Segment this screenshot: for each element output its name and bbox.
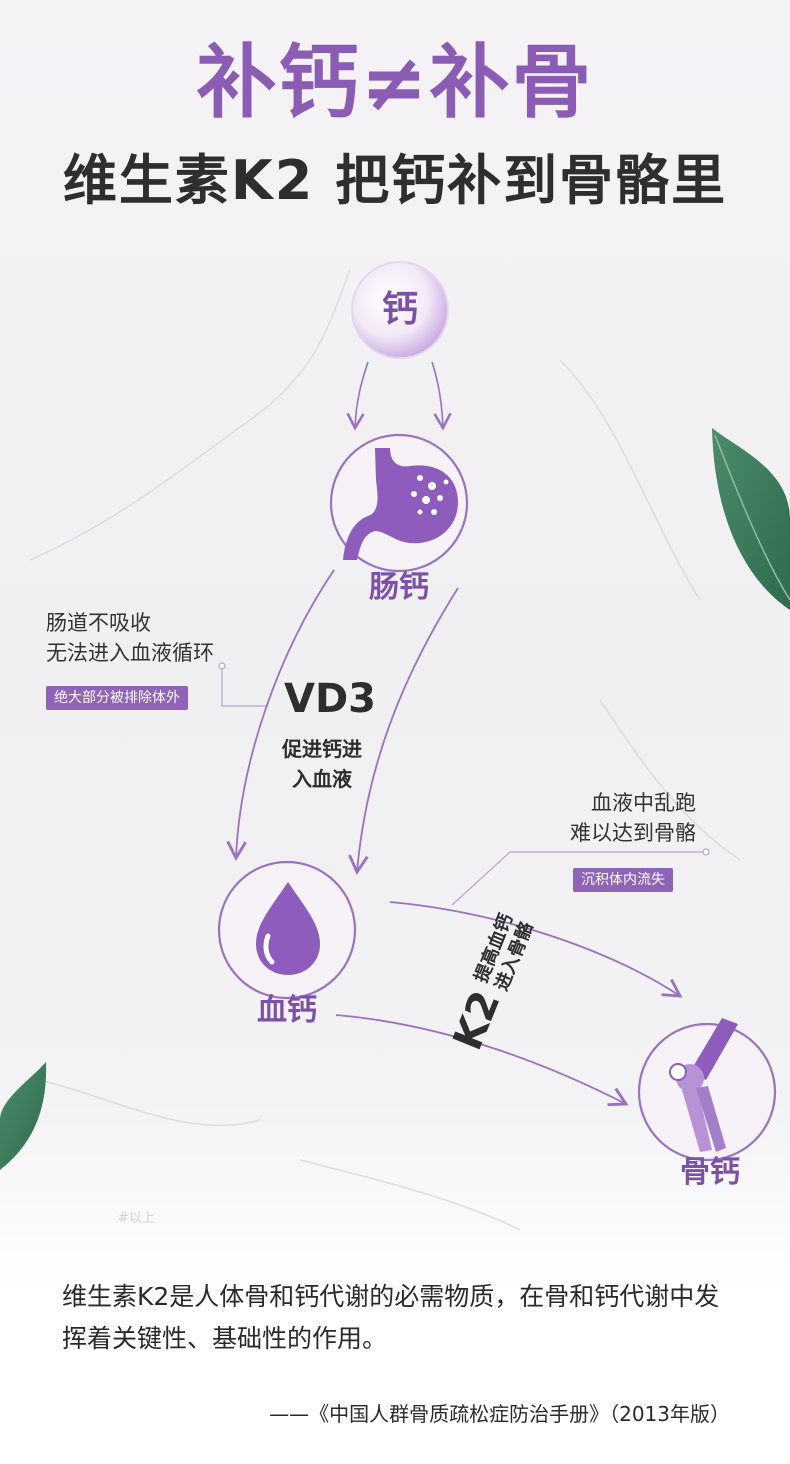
right-note: 血液中乱跑 难以达到骨骼: [520, 788, 696, 848]
page-title: 补钙≠补骨: [196, 36, 594, 129]
bone-calcium-label: 骨钙: [680, 1155, 740, 1190]
right-note-pointer: [451, 851, 706, 906]
page-subtitle: 维生素K2 把钙补到骨骼里: [62, 149, 728, 212]
stomach-icon: [343, 448, 458, 560]
arrow-stomach-to-blood-right: [348, 587, 459, 875]
calcium-orb: [351, 261, 449, 359]
blood-drop-icon: [256, 882, 320, 975]
arrow-blood-to-bone-upper: [389, 901, 683, 998]
marble-texture: [29, 269, 741, 1231]
arrow-stomach-to-blood-left: [226, 569, 335, 861]
leaf-top-right-icon: [712, 428, 790, 610]
calcium-label: 钙: [381, 289, 418, 330]
knee-bone-icon: [669, 1018, 738, 1152]
right-note-line1: 血液中乱跑: [591, 791, 696, 815]
right-note-tag: 沉积体内流失: [573, 868, 673, 892]
arrow-blood-to-bone-lower: [335, 1014, 629, 1107]
description-text: 维生素K2是人体骨和钙代谢的必需物质，在骨和钙代谢中发挥着关键性、基础性的作用。: [62, 1282, 720, 1353]
vd3-line2: 入血液: [292, 767, 352, 791]
watermark: #以上: [118, 1211, 155, 1226]
left-note: 肠道不吸收 无法进入血液循环: [46, 608, 214, 668]
left-note-line1: 肠道不吸收: [46, 611, 151, 635]
intestinal-calcium-label: 肠钙: [369, 570, 429, 605]
arrow-orb-to-stomach-left: [346, 361, 369, 431]
blood-calcium-label: 血钙: [257, 993, 317, 1028]
vd3-line1: 促进钙进: [282, 737, 362, 761]
left-note-line2: 无法进入血液循环: [46, 641, 214, 665]
source-citation: ——《中国人群骨质疏松症防治手册》（2013年版）: [269, 1402, 730, 1426]
left-note-tag: 绝大部分被排除体外: [46, 686, 188, 710]
right-note-line2: 难以达到骨骼: [570, 821, 696, 845]
vd3-description: 促进钙进 入血液: [272, 734, 372, 794]
arrow-orb-to-stomach-right: [431, 361, 452, 431]
left-note-pointer: [221, 666, 268, 707]
leaf-bottom-left-icon: [0, 1062, 47, 1170]
vd3-title: VD3: [284, 676, 376, 722]
